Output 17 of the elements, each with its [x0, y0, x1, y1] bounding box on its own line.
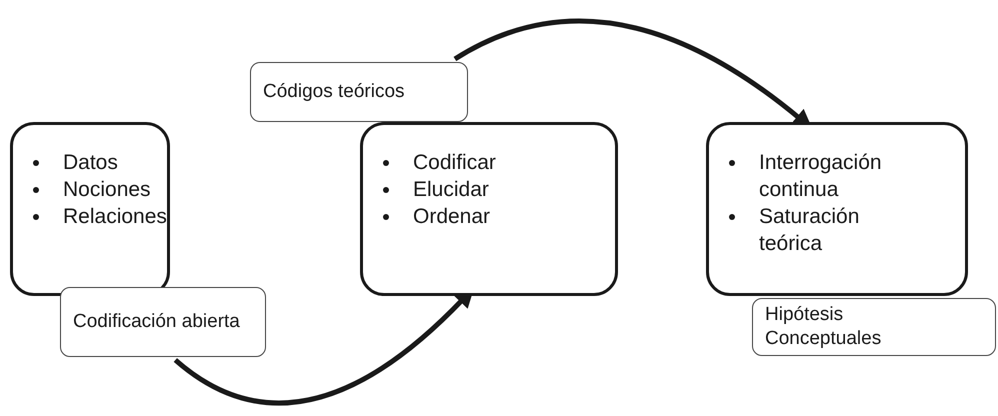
label-box [60, 287, 266, 357]
label-box [752, 298, 996, 356]
bullet-text: Interrogación continua [759, 150, 883, 203]
bullet-text: Ordenar [413, 204, 490, 230]
bullet-text: Nociones [63, 177, 151, 203]
label-box [250, 62, 468, 122]
rounded-box [706, 122, 968, 296]
box-label: Codificación abierta [73, 310, 241, 334]
box-label: Hipótesis Conceptuales [765, 303, 882, 351]
bullet-text: Datos [63, 150, 118, 176]
rounded-box [360, 122, 618, 296]
box-label: Códigos teóricos [263, 80, 406, 104]
bullet-text: Relaciones [63, 204, 167, 230]
bullet-text: Codificar [413, 150, 496, 176]
bullet-text: Saturación teórica [759, 204, 860, 257]
rounded-box [10, 122, 170, 296]
bullet-text: Elucidar [413, 177, 489, 203]
